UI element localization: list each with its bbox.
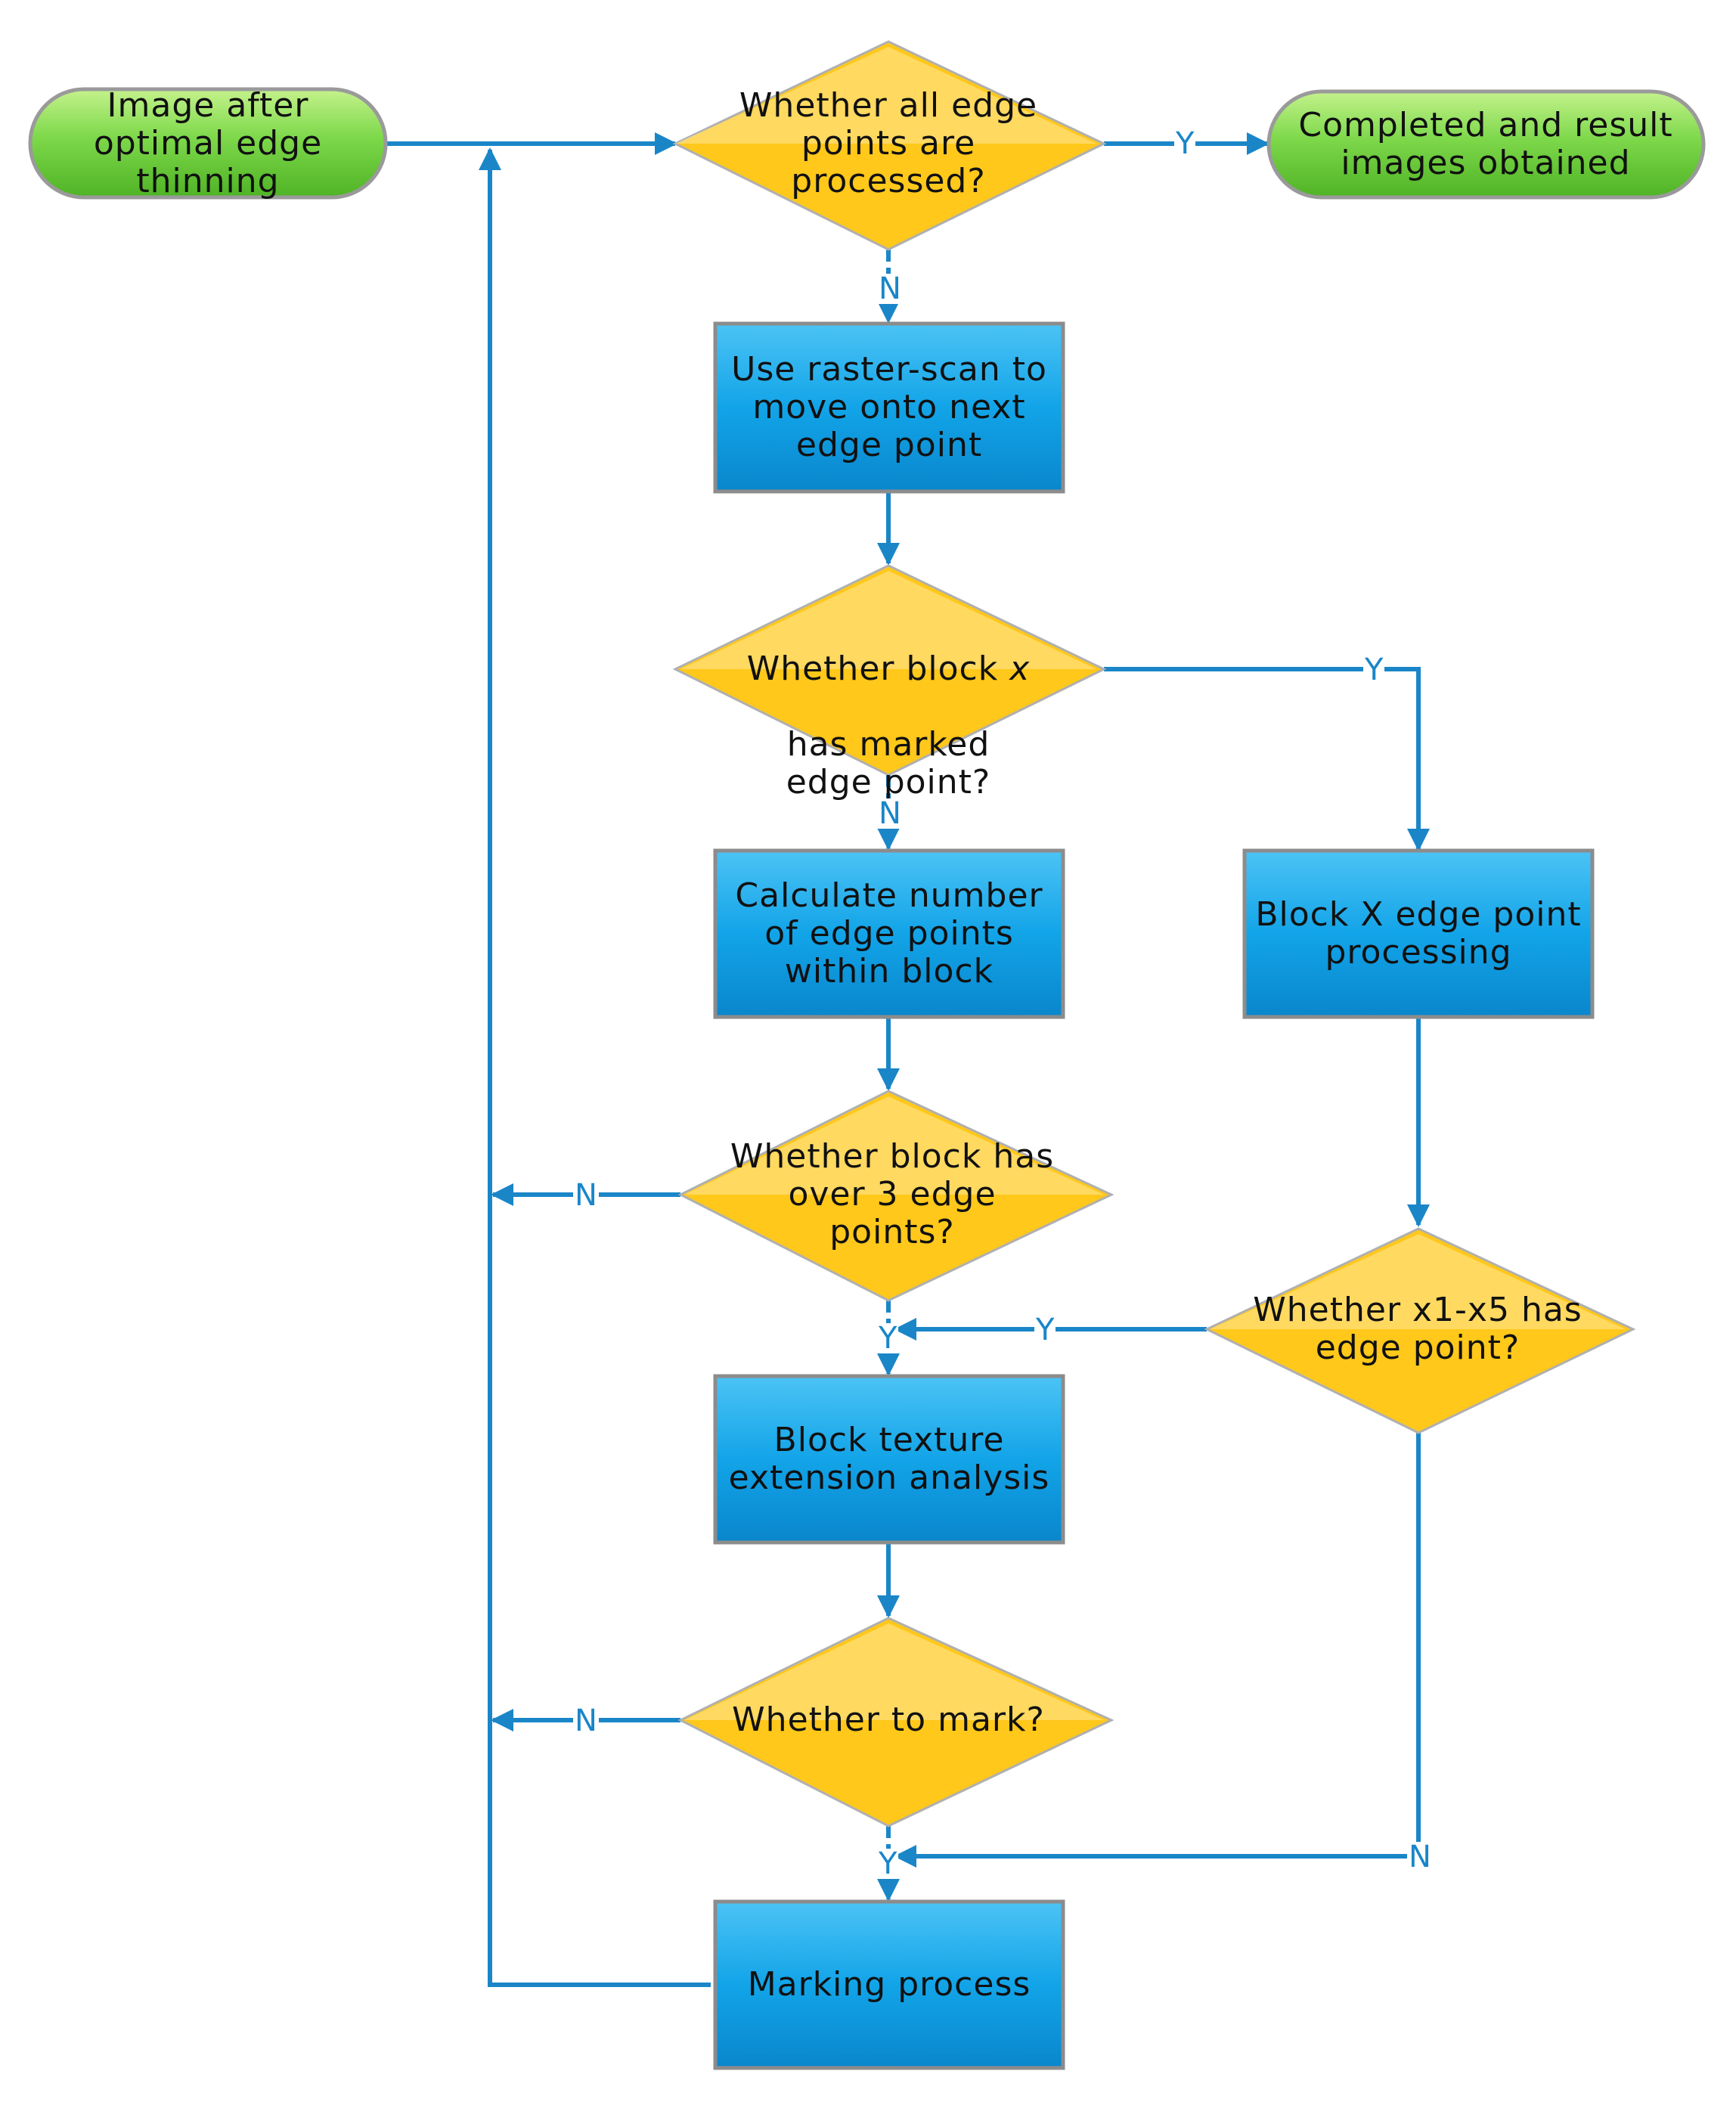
- end-terminal-shape: [1266, 89, 1706, 200]
- decision-block-marked-text-a: Whether block: [746, 649, 999, 688]
- process-texture-shape: [713, 1374, 1065, 1545]
- decision-shapes: [672, 40, 1636, 1828]
- decision-x1x5-label: Whether x1-x5 has edge point?: [1253, 1290, 1583, 1367]
- decision-mark-label: Whether to mark?: [732, 1700, 1045, 1739]
- edge-label-q2-no: N: [877, 796, 903, 831]
- process-raster-scan-shape: [713, 321, 1065, 494]
- decision-over3-shape: [677, 1090, 1114, 1302]
- decision-all-processed-label: Whether all edge points are processed?: [739, 86, 1038, 200]
- process-texture-label: Block texture extension analysis: [728, 1421, 1050, 1497]
- decision-block-marked-text-b: has marked edge point?: [786, 725, 991, 801]
- edge-label-q4-yes: Y: [1034, 1313, 1056, 1347]
- edge-label-q1-no: N: [877, 271, 903, 306]
- start-terminal-shape: [28, 87, 388, 200]
- edge-label-q3-no: N: [573, 1178, 599, 1213]
- edge-label-q5-no: N: [573, 1704, 599, 1738]
- decision-block-marked-shape: [672, 564, 1107, 777]
- process-blockx-shape: [1242, 848, 1595, 1019]
- decision-block-marked-var: x: [1009, 649, 1031, 688]
- decision-over3-label: Whether block has over 3 edge points?: [730, 1137, 1055, 1251]
- edge-label-q3-yes: Y: [877, 1321, 899, 1356]
- decision-highlights: [675, 47, 1626, 1720]
- process-shapes: [713, 321, 1595, 2070]
- edge-label-q2-yes: Y: [1363, 653, 1385, 687]
- edge-marking-loop: [479, 147, 711, 1987]
- decision-mark-shape: [677, 1617, 1114, 1828]
- start-terminal-label: Image after optimal edge thinning: [93, 85, 323, 200]
- process-marking-label: Marking process: [747, 1965, 1031, 2004]
- edge-label-q1-yes: Y: [1174, 126, 1196, 161]
- process-marking-shape: [713, 1899, 1065, 2070]
- end-terminal-label: Completed and result images obtained: [1298, 106, 1673, 182]
- process-calc-label: Calculate number of edge points within b…: [735, 876, 1043, 990]
- decision-all-processed-shape: [672, 40, 1107, 251]
- edge-label-q4-no: N: [1407, 1840, 1433, 1874]
- decision-x1x5-shape: [1204, 1227, 1636, 1434]
- process-calc-shape: [713, 848, 1065, 1019]
- process-blockx-label: Block X edge point processing: [1255, 895, 1582, 972]
- process-raster-scan-label: Use raster-scan to move onto next edge p…: [731, 350, 1047, 464]
- edge-label-q5-yes: Y: [877, 1846, 899, 1881]
- decision-block-marked-label: Whether block x has marked edge point?: [730, 612, 1047, 801]
- edge-q2-yes: [1104, 667, 1430, 851]
